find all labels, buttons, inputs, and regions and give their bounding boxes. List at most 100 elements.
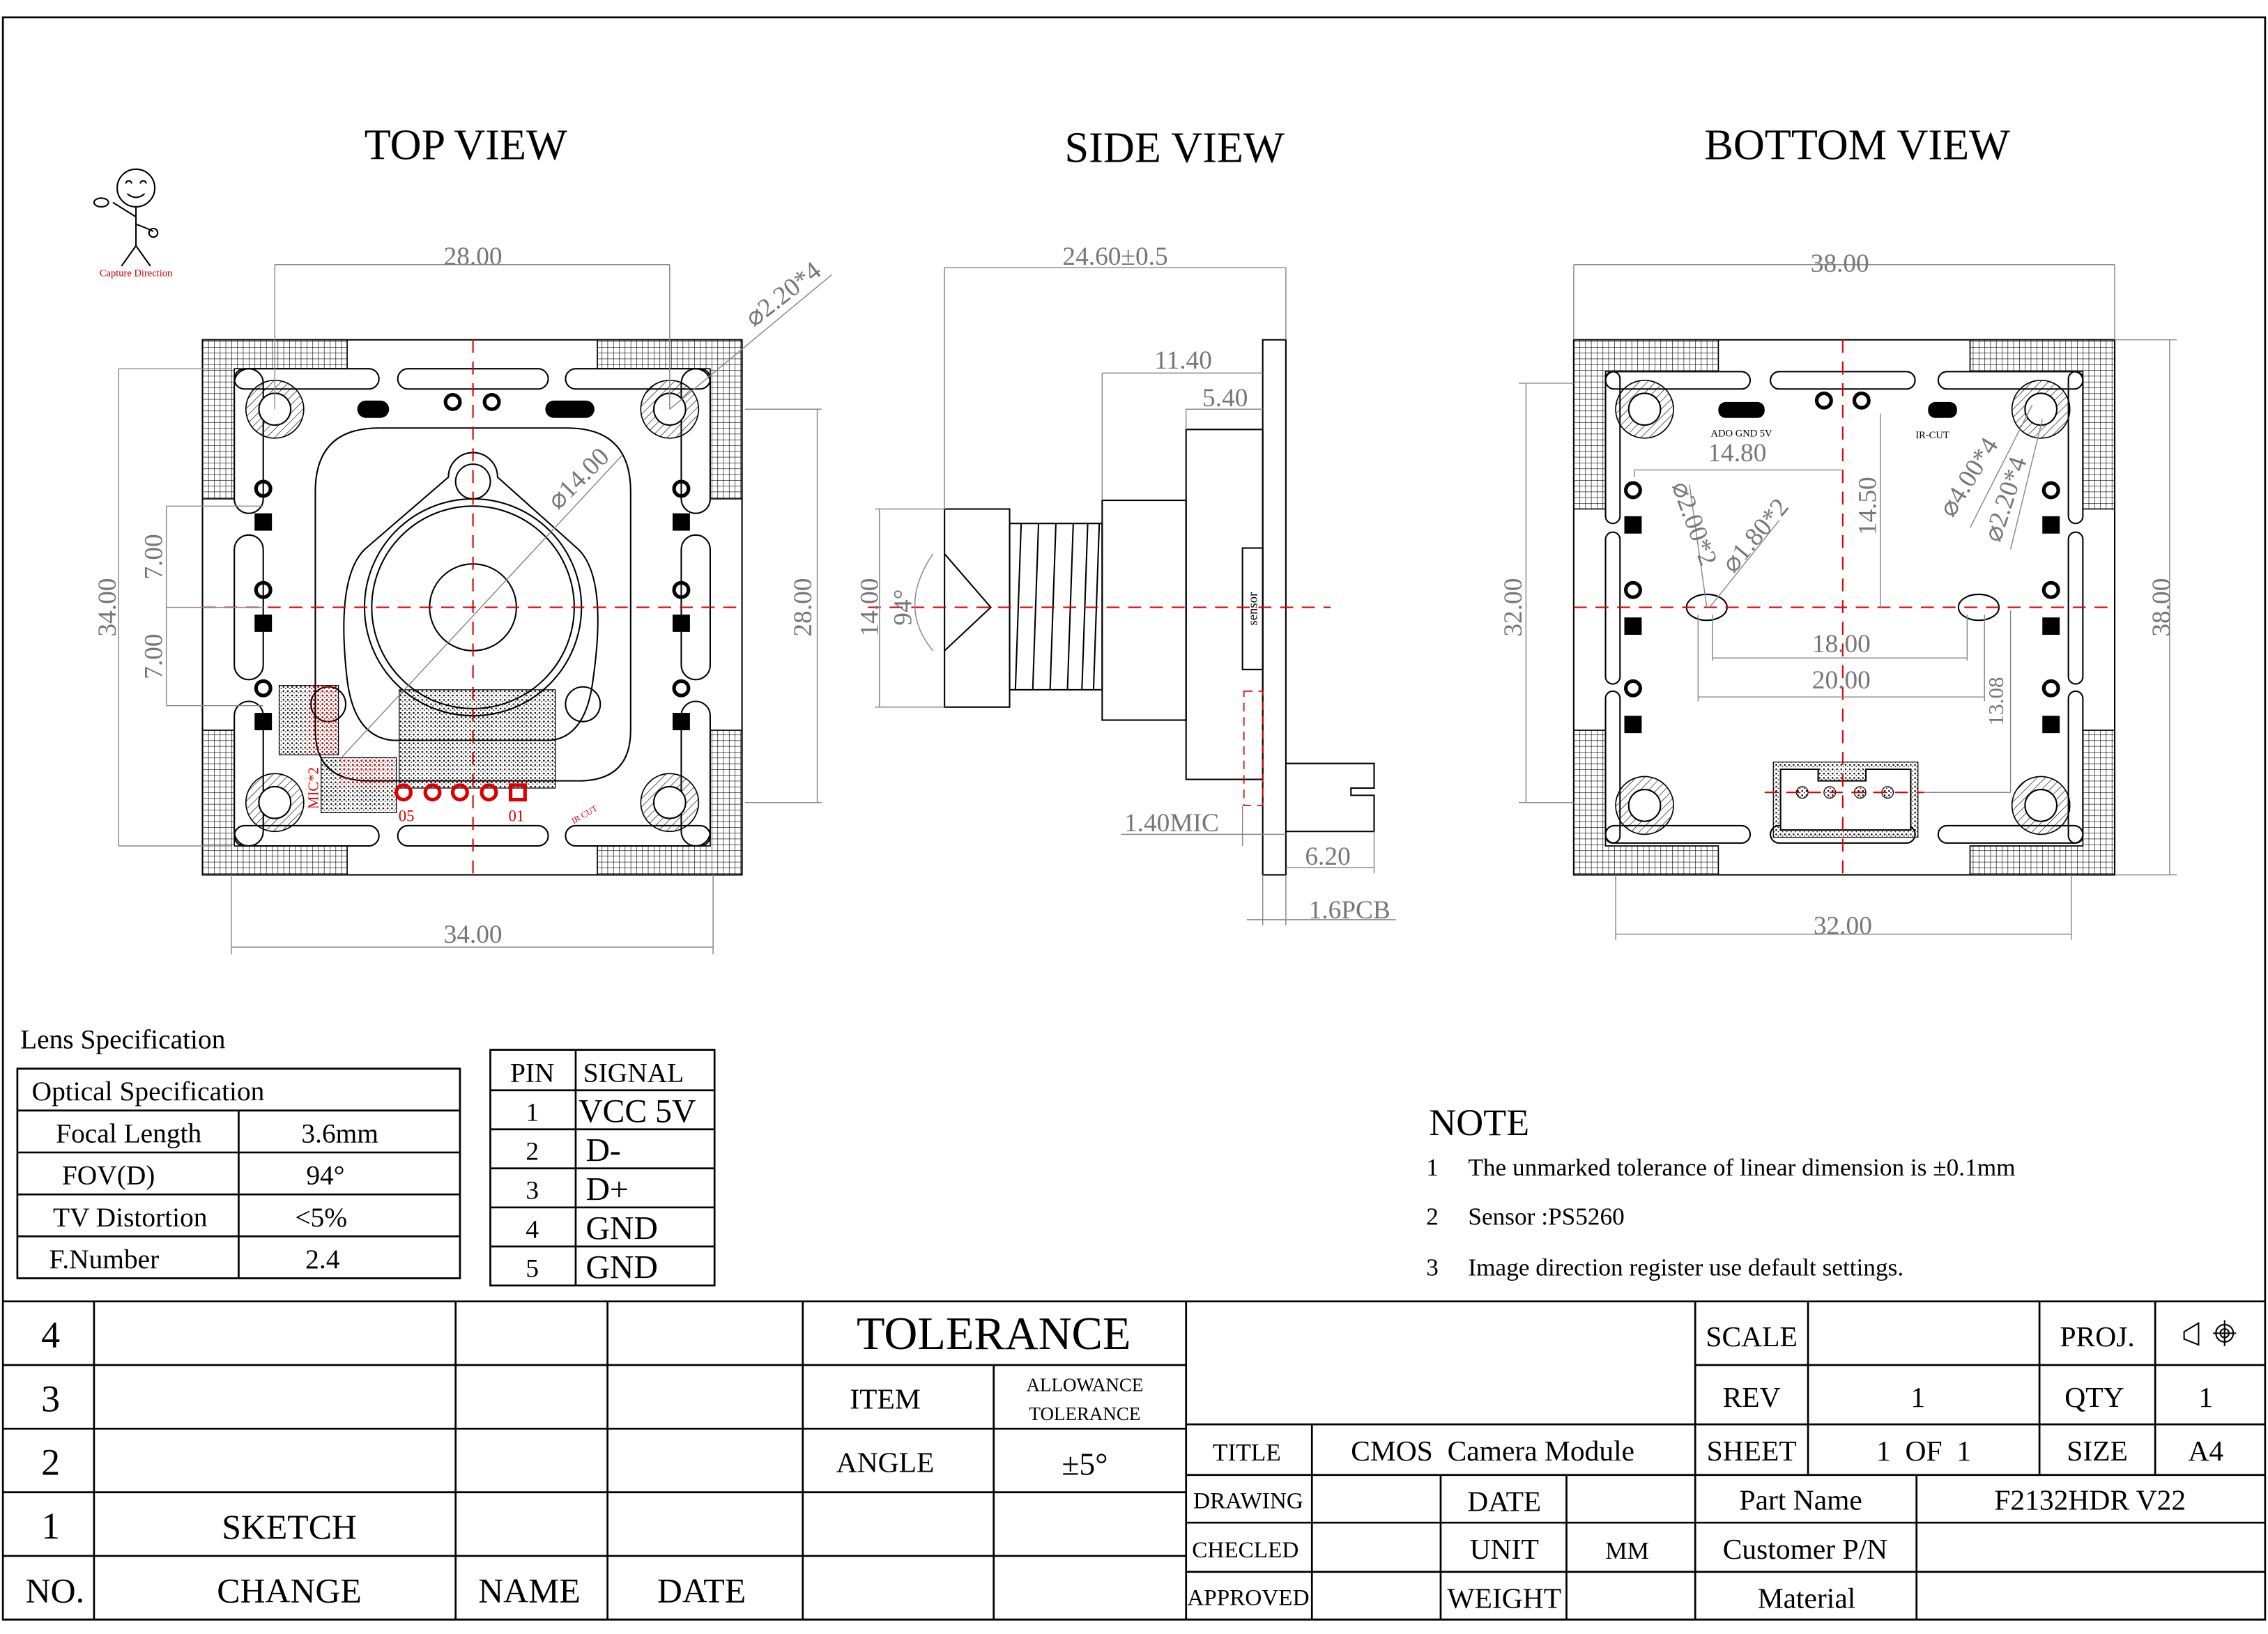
lens-spec-name: F.Number xyxy=(49,1244,160,1274)
date-label: DATE xyxy=(1467,1486,1541,1518)
lens-spec-name: FOV(D) xyxy=(62,1160,155,1191)
notes: NOTE 1 The unmarked tolerance of linear … xyxy=(1426,1102,2015,1281)
side-view-title: SIDE VIEW xyxy=(1064,124,1284,171)
lens-spec-heading: Lens Specification xyxy=(20,1024,226,1055)
part-name-value: F2132HDR V22 xyxy=(1994,1484,2186,1516)
pin-number: 4 xyxy=(526,1215,539,1244)
top-dim-34-bottom: 34.00 xyxy=(444,920,503,949)
lens-spec-value: 2.4 xyxy=(305,1244,340,1274)
tolerance-angle: ANGLE xyxy=(836,1447,935,1479)
approved-label: APPROVED xyxy=(1187,1585,1309,1610)
tolerance-title: TOLERANCE xyxy=(857,1309,1131,1359)
note-text: Sensor :PS5260 xyxy=(1468,1203,1624,1231)
capture-direction-label: Capture Direction xyxy=(100,268,173,279)
pin-table: PIN SIGNAL 1 VCC 5V 2 D- 3 D+ 4 GND 5 GN… xyxy=(489,1049,716,1287)
pin-signal: VCC 5V xyxy=(579,1093,696,1130)
bottom-dim-13-08: 13.08 xyxy=(1984,677,2008,725)
top-view-title: TOP VIEW xyxy=(365,121,567,169)
part-name-label: Part Name xyxy=(1740,1484,1862,1516)
bottom-view: 38.00 ADO GND 5V IR-CUT 14.80 14.50 ⌀2.0… xyxy=(1499,249,2177,941)
rev-no: 2 xyxy=(41,1442,60,1483)
pin-header: PIN xyxy=(510,1057,555,1088)
top-dim-34-left: 34.00 xyxy=(93,578,122,637)
header-date: DATE xyxy=(657,1571,746,1610)
bottom-dim-hole-2: ⌀2.00*2 xyxy=(1666,478,1722,570)
bottom-label-pads: ADO GND 5V xyxy=(1711,429,1772,440)
customer-pn-label: Customer P/N xyxy=(1723,1533,1887,1565)
pin-signal: GND xyxy=(585,1210,657,1247)
tolerance-allowance: ALLOWANCE xyxy=(1027,1374,1144,1395)
header-change: CHANGE xyxy=(217,1571,361,1610)
bottom-dim-hole-1-8: ⌀1.80*2 xyxy=(1717,493,1795,578)
side-dim-14: 14.00 xyxy=(856,578,884,637)
side-view: 24.60±0.5 11.40 5.40 14.00 94° sensor 1.… xyxy=(856,242,1396,926)
bottom-dim-18: 18.00 xyxy=(1812,630,1871,658)
bottom-view-title: BOTTOM VIEW xyxy=(1704,121,2010,169)
title-label: TITLE xyxy=(1213,1439,1281,1466)
note-number: 2 xyxy=(1426,1203,1439,1231)
top-dim-28-right: 28.00 xyxy=(789,578,818,637)
size-value: A4 xyxy=(2188,1435,2223,1467)
rev-label: REV xyxy=(1723,1381,1781,1413)
side-dim-conn: 6.20 xyxy=(1305,842,1350,871)
bottom-dim-14-80: 14.80 xyxy=(1708,439,1766,468)
title-value: CMOS Camera Module xyxy=(1351,1435,1634,1467)
lens-spec-value: <5% xyxy=(295,1202,347,1233)
lens-spec-value: 3.6mm xyxy=(301,1118,378,1148)
header-name: NAME xyxy=(478,1571,581,1610)
lens-spec-name: TV Distortion xyxy=(53,1202,208,1233)
note-number: 3 xyxy=(1426,1254,1439,1281)
bottom-dim-20: 20.00 xyxy=(1812,666,1871,695)
top-dim-7-b: 7.00 xyxy=(139,633,168,679)
header-no: NO. xyxy=(26,1571,84,1610)
top-dim-lens: ⌀14.00 xyxy=(542,442,615,515)
pin-signal: GND xyxy=(585,1249,657,1286)
top-dim-7-a: 7.00 xyxy=(139,534,168,579)
note-text: Image direction register use default set… xyxy=(1468,1254,1903,1281)
weight-label: WEIGHT xyxy=(1447,1582,1561,1614)
side-dim-fov: 94° xyxy=(889,589,917,625)
signal-header: SIGNAL xyxy=(583,1057,684,1088)
lens-spec-value: 94° xyxy=(306,1160,344,1191)
pin-number: 2 xyxy=(526,1137,539,1166)
lens-spec-title: Optical Specification xyxy=(32,1076,265,1107)
capture-direction-icon xyxy=(93,168,159,267)
rev-no: 3 xyxy=(41,1378,60,1419)
bottom-dim-32-left: 32.00 xyxy=(1499,578,1528,637)
bottom-dim-14-50: 14.50 xyxy=(1854,477,1883,535)
rev-value: 1 xyxy=(1910,1381,1925,1413)
side-dim-11-40: 11.40 xyxy=(1154,346,1212,375)
bottom-dim-38-top: 38.00 xyxy=(1811,249,1869,278)
pin-signal: D- xyxy=(585,1132,620,1169)
projection-symbol-icon xyxy=(2183,1320,2237,1347)
pin-signal: D+ xyxy=(585,1171,628,1208)
material-label: Material xyxy=(1758,1582,1856,1614)
qty-label: QTY xyxy=(2064,1381,2124,1413)
top-label-ircut: IR CUT xyxy=(569,803,599,826)
lens-spec-table: Lens Specification Optical Specification… xyxy=(16,1024,461,1279)
rev-no: 1 xyxy=(41,1505,60,1547)
side-label-sensor: sensor xyxy=(1246,592,1260,625)
pin-number: 5 xyxy=(526,1254,539,1283)
sheet-label: SHEET xyxy=(1707,1435,1797,1467)
top-dim-28: 28.00 xyxy=(444,242,503,271)
tolerance-item: ITEM xyxy=(850,1382,920,1415)
pin-number: 1 xyxy=(526,1098,539,1127)
lens-spec-name: Focal Length xyxy=(56,1118,201,1148)
bottom-dim-32-bottom: 32.00 xyxy=(1814,912,1872,941)
size-label: SIZE xyxy=(2067,1435,2128,1467)
note-text: The unmarked tolerance of linear dimensi… xyxy=(1468,1154,2015,1181)
note-heading: NOTE xyxy=(1429,1102,1529,1143)
tolerance-allowance-2: TOLERANCE xyxy=(1029,1403,1141,1424)
unit-label: UNIT xyxy=(1470,1533,1539,1565)
scale-label: SCALE xyxy=(1706,1320,1797,1352)
top-label-05: 05 xyxy=(399,808,415,825)
tolerance-angle-value: ±5° xyxy=(1062,1447,1108,1482)
pin-number: 3 xyxy=(526,1176,539,1205)
note-number: 1 xyxy=(1426,1154,1439,1181)
side-dim-5-40: 5.40 xyxy=(1202,384,1248,413)
rev-change: SKETCH xyxy=(222,1508,357,1546)
top-label-mic: MIC*2 xyxy=(307,767,322,809)
bottom-label-ircut: IR-CUT xyxy=(1915,430,1949,441)
